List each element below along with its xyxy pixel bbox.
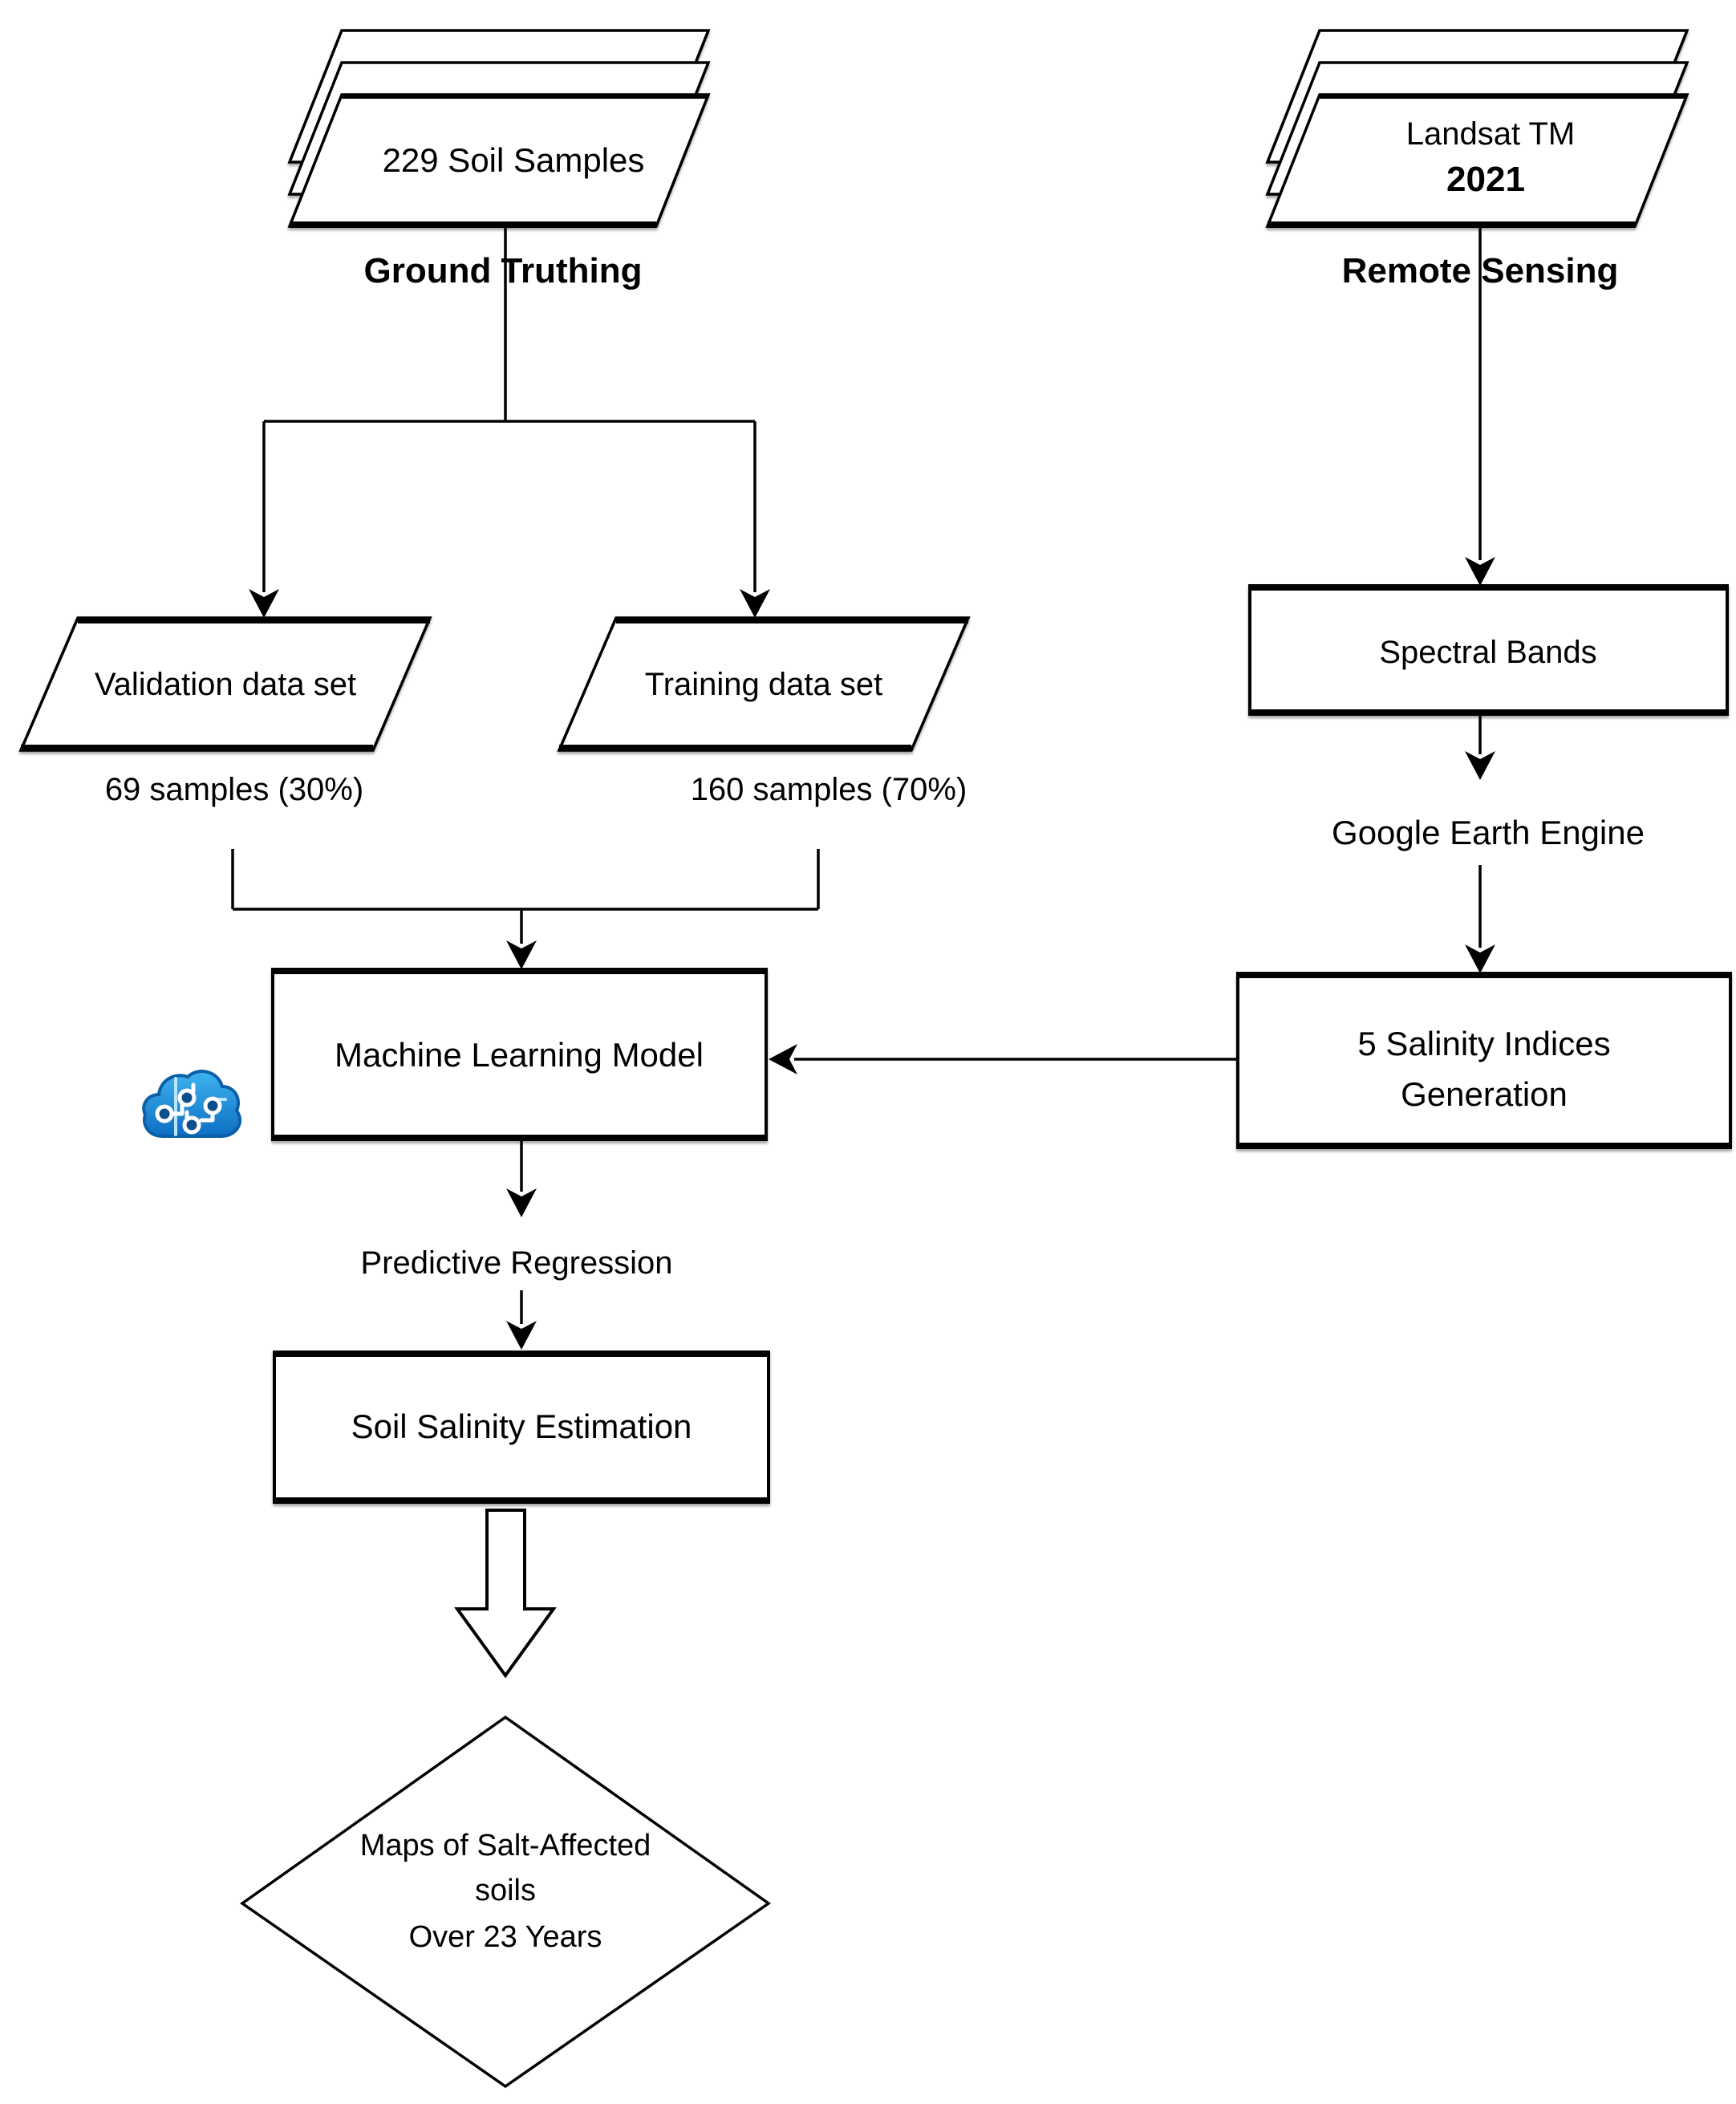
connector-ml-to-predictive-regression <box>506 1139 537 1217</box>
salinity-indices-label-line1: 5 Salinity Indices <box>1357 1025 1610 1062</box>
ground-truthing-caption: Ground Truthing <box>363 251 642 290</box>
node-output-maps-diamond: Maps of Salt-Affected soils Over 23 Year… <box>239 1715 772 2089</box>
diamond-label-line3: Over 23 Years <box>409 1920 602 1954</box>
validation-samples-caption: 69 samples (30%) <box>105 772 363 807</box>
connector-predictive-regression-to-soil-salinity <box>506 1290 537 1350</box>
connector-spectral-bands-to-gee <box>1465 714 1495 780</box>
node-validation-data-set: Validation data set <box>18 616 432 752</box>
google-earth-engine-label: Google Earth Engine <box>1332 814 1645 851</box>
node-salinity-indices-generation: 5 Salinity Indices Generation <box>1236 972 1732 1149</box>
node-training-data-set: Training data set <box>557 616 971 752</box>
training-label: Training data set <box>645 667 882 702</box>
soil-samples-label: 229 Soil Samples <box>383 141 645 179</box>
node-spectral-bands: Spectral Bands <box>1248 584 1729 716</box>
node-landsat-stack: Landsat TM 2021 <box>1265 29 1689 228</box>
training-samples-caption: 160 samples (70%) <box>691 772 967 807</box>
diamond-label-line1: Maps of Salt-Affected <box>360 1829 651 1862</box>
node-soil-salinity-estimation: Soil Salinity Estimation <box>273 1351 770 1504</box>
connector-gee-to-salinity-indices <box>1465 865 1495 973</box>
landsat-label-line1: Landsat TM <box>1406 116 1576 152</box>
soil-salinity-estimation-label: Soil Salinity Estimation <box>351 1407 692 1445</box>
ai-cloud-icon <box>142 1070 242 1138</box>
predictive-regression-label: Predictive Regression <box>360 1245 672 1281</box>
diamond-label-line2: soils <box>475 1874 536 1907</box>
connector-salinity-indices-to-ml <box>769 1044 1238 1074</box>
connector-merge-to-ml <box>231 849 820 969</box>
connector-landsat-to-spectral-bands <box>1465 226 1495 586</box>
node-machine-learning-model: Machine Learning Model <box>271 968 768 1141</box>
remote-sensing-caption: Remote Sensing <box>1342 251 1619 290</box>
validation-label: Validation data set <box>95 667 356 702</box>
connector-ground-truthing-split <box>249 226 770 618</box>
ml-model-label: Machine Learning Model <box>335 1036 704 1074</box>
spectral-bands-label: Spectral Bands <box>1379 635 1596 670</box>
salinity-indices-label-line2: Generation <box>1401 1075 1568 1113</box>
landsat-label-line2: 2021 <box>1446 160 1525 199</box>
node-soil-samples-stack: 229 Soil Samples <box>287 29 711 228</box>
block-arrow-down <box>454 1509 557 1679</box>
